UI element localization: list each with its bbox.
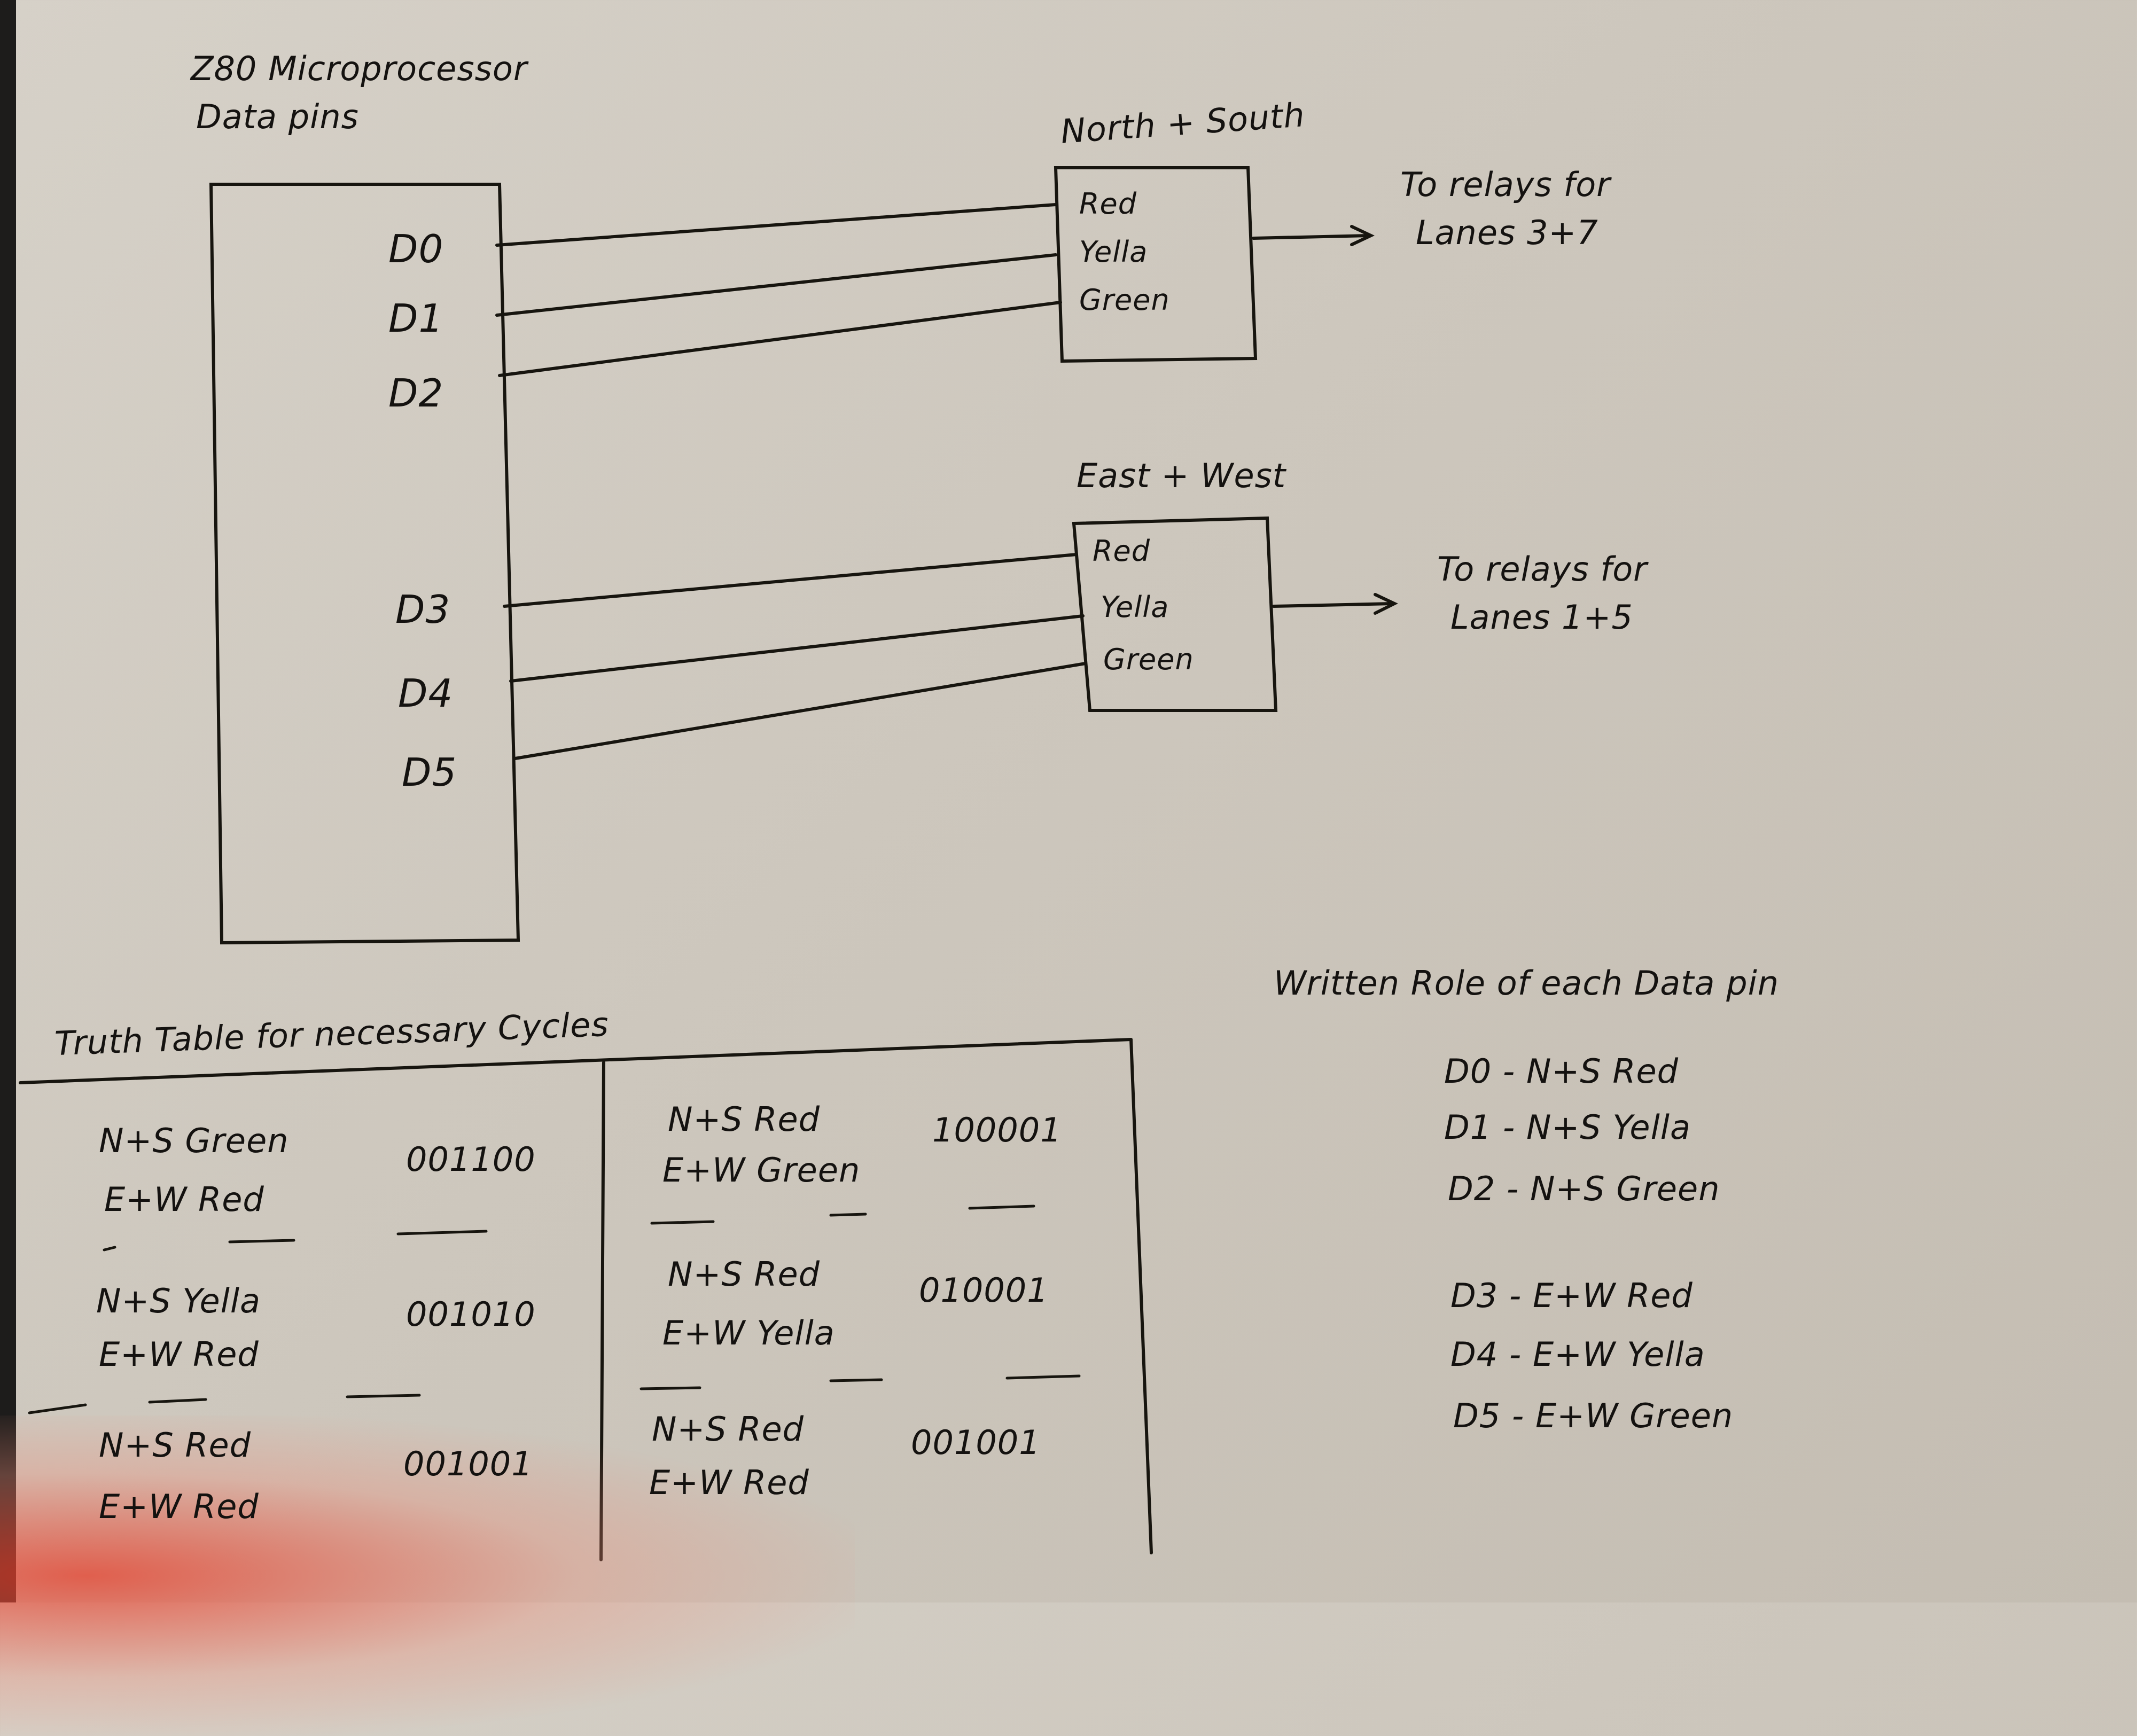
- role-d5: D5 - E+W Green: [1453, 1396, 1734, 1435]
- truth-table-right-border: [1129, 1038, 1153, 1554]
- truth-left-row1-bits: 001100: [406, 1140, 536, 1179]
- east-west-box: [1072, 516, 1278, 712]
- row-separators: [28, 1205, 1081, 1414]
- role-d4: D4 - E+W Yella: [1450, 1335, 1705, 1374]
- truth-right-row1-ew: E+W Green: [662, 1151, 861, 1190]
- role-d2: D2 - N+S Green: [1448, 1169, 1720, 1208]
- east-west-title: East + West: [1077, 456, 1286, 495]
- truth-right-row3-ns: N+S Red: [652, 1410, 804, 1449]
- truth-right-row2-bits: 010001: [919, 1271, 1049, 1310]
- roles-title: Written Role of each Data pin: [1274, 964, 1780, 1003]
- chip-title: Z80 Microprocessor: [191, 49, 528, 88]
- photo-dark-edge: [0, 0, 16, 1602]
- wire-d3: [503, 553, 1078, 608]
- truth-right-row2-ns: N+S Red: [668, 1255, 820, 1294]
- chip-subtitle: Data pins: [196, 97, 359, 136]
- truth-left-row2-bits: 001010: [406, 1295, 536, 1334]
- ew-signal-yella: Yella: [1101, 590, 1169, 624]
- ew-signal-green: Green: [1103, 643, 1194, 676]
- truth-right-row2-ew: E+W Yella: [662, 1313, 835, 1352]
- ns-arrowhead-icon: [1350, 225, 1375, 246]
- truth-left-row1-ns: N+S Green: [99, 1121, 289, 1160]
- truth-left-row3-ew: E+W Red: [99, 1487, 259, 1526]
- truth-left-row3-ns: N+S Red: [99, 1426, 251, 1465]
- wire-d2: [498, 301, 1062, 377]
- north-south-box: [1054, 166, 1258, 363]
- ew-output-arrow: [1272, 602, 1394, 608]
- ns-signal-red: Red: [1079, 187, 1137, 221]
- role-d0: D0 - N+S Red: [1444, 1052, 1679, 1091]
- truth-left-row2-ew: E+W Red: [99, 1335, 259, 1374]
- ns-output-arrow: [1252, 234, 1371, 240]
- role-d3: D3 - E+W Red: [1450, 1276, 1693, 1315]
- truth-right-row1-ns: N+S Red: [668, 1100, 820, 1139]
- pin-label-d0: D0: [388, 226, 444, 271]
- ew-signal-red: Red: [1093, 534, 1151, 568]
- wire-d0: [495, 203, 1057, 247]
- ew-output-lanes: Lanes 1+5: [1450, 598, 1633, 637]
- role-d1: D1 - N+S Yella: [1444, 1108, 1691, 1147]
- wire-d1: [495, 253, 1057, 317]
- truth-table-top-line: [19, 1038, 1133, 1084]
- ns-output-label: To relays for: [1400, 165, 1611, 204]
- truth-left-row3-bits: 001001: [403, 1444, 533, 1483]
- microprocessor-chip-box: [209, 183, 520, 945]
- truth-right-row1-bits: 100001: [932, 1111, 1062, 1149]
- truth-right-row3-bits: 001001: [911, 1423, 1041, 1462]
- pin-label-d3: D3: [395, 587, 451, 632]
- ns-output-lanes: Lanes 3+7: [1416, 213, 1598, 252]
- pin-label-d5: D5: [402, 750, 457, 795]
- ns-signal-green: Green: [1079, 283, 1170, 317]
- truth-right-row3-ew: E+W Red: [649, 1463, 809, 1502]
- ew-output-label: To relays for: [1437, 550, 1648, 589]
- truth-left-row1-ew: E+W Red: [104, 1180, 264, 1219]
- pin-label-d4: D4: [398, 671, 454, 716]
- pin-label-d1: D1: [388, 296, 444, 341]
- pin-label-d2: D2: [388, 371, 444, 416]
- ns-signal-yella: Yella: [1079, 235, 1148, 269]
- diagram-lines: [19, 166, 1398, 1561]
- ew-arrowhead-icon: [1374, 593, 1398, 615]
- wire-d4: [509, 614, 1085, 683]
- truth-left-row2-ns: N+S Yella: [96, 1281, 261, 1320]
- wire-d5: [513, 662, 1087, 760]
